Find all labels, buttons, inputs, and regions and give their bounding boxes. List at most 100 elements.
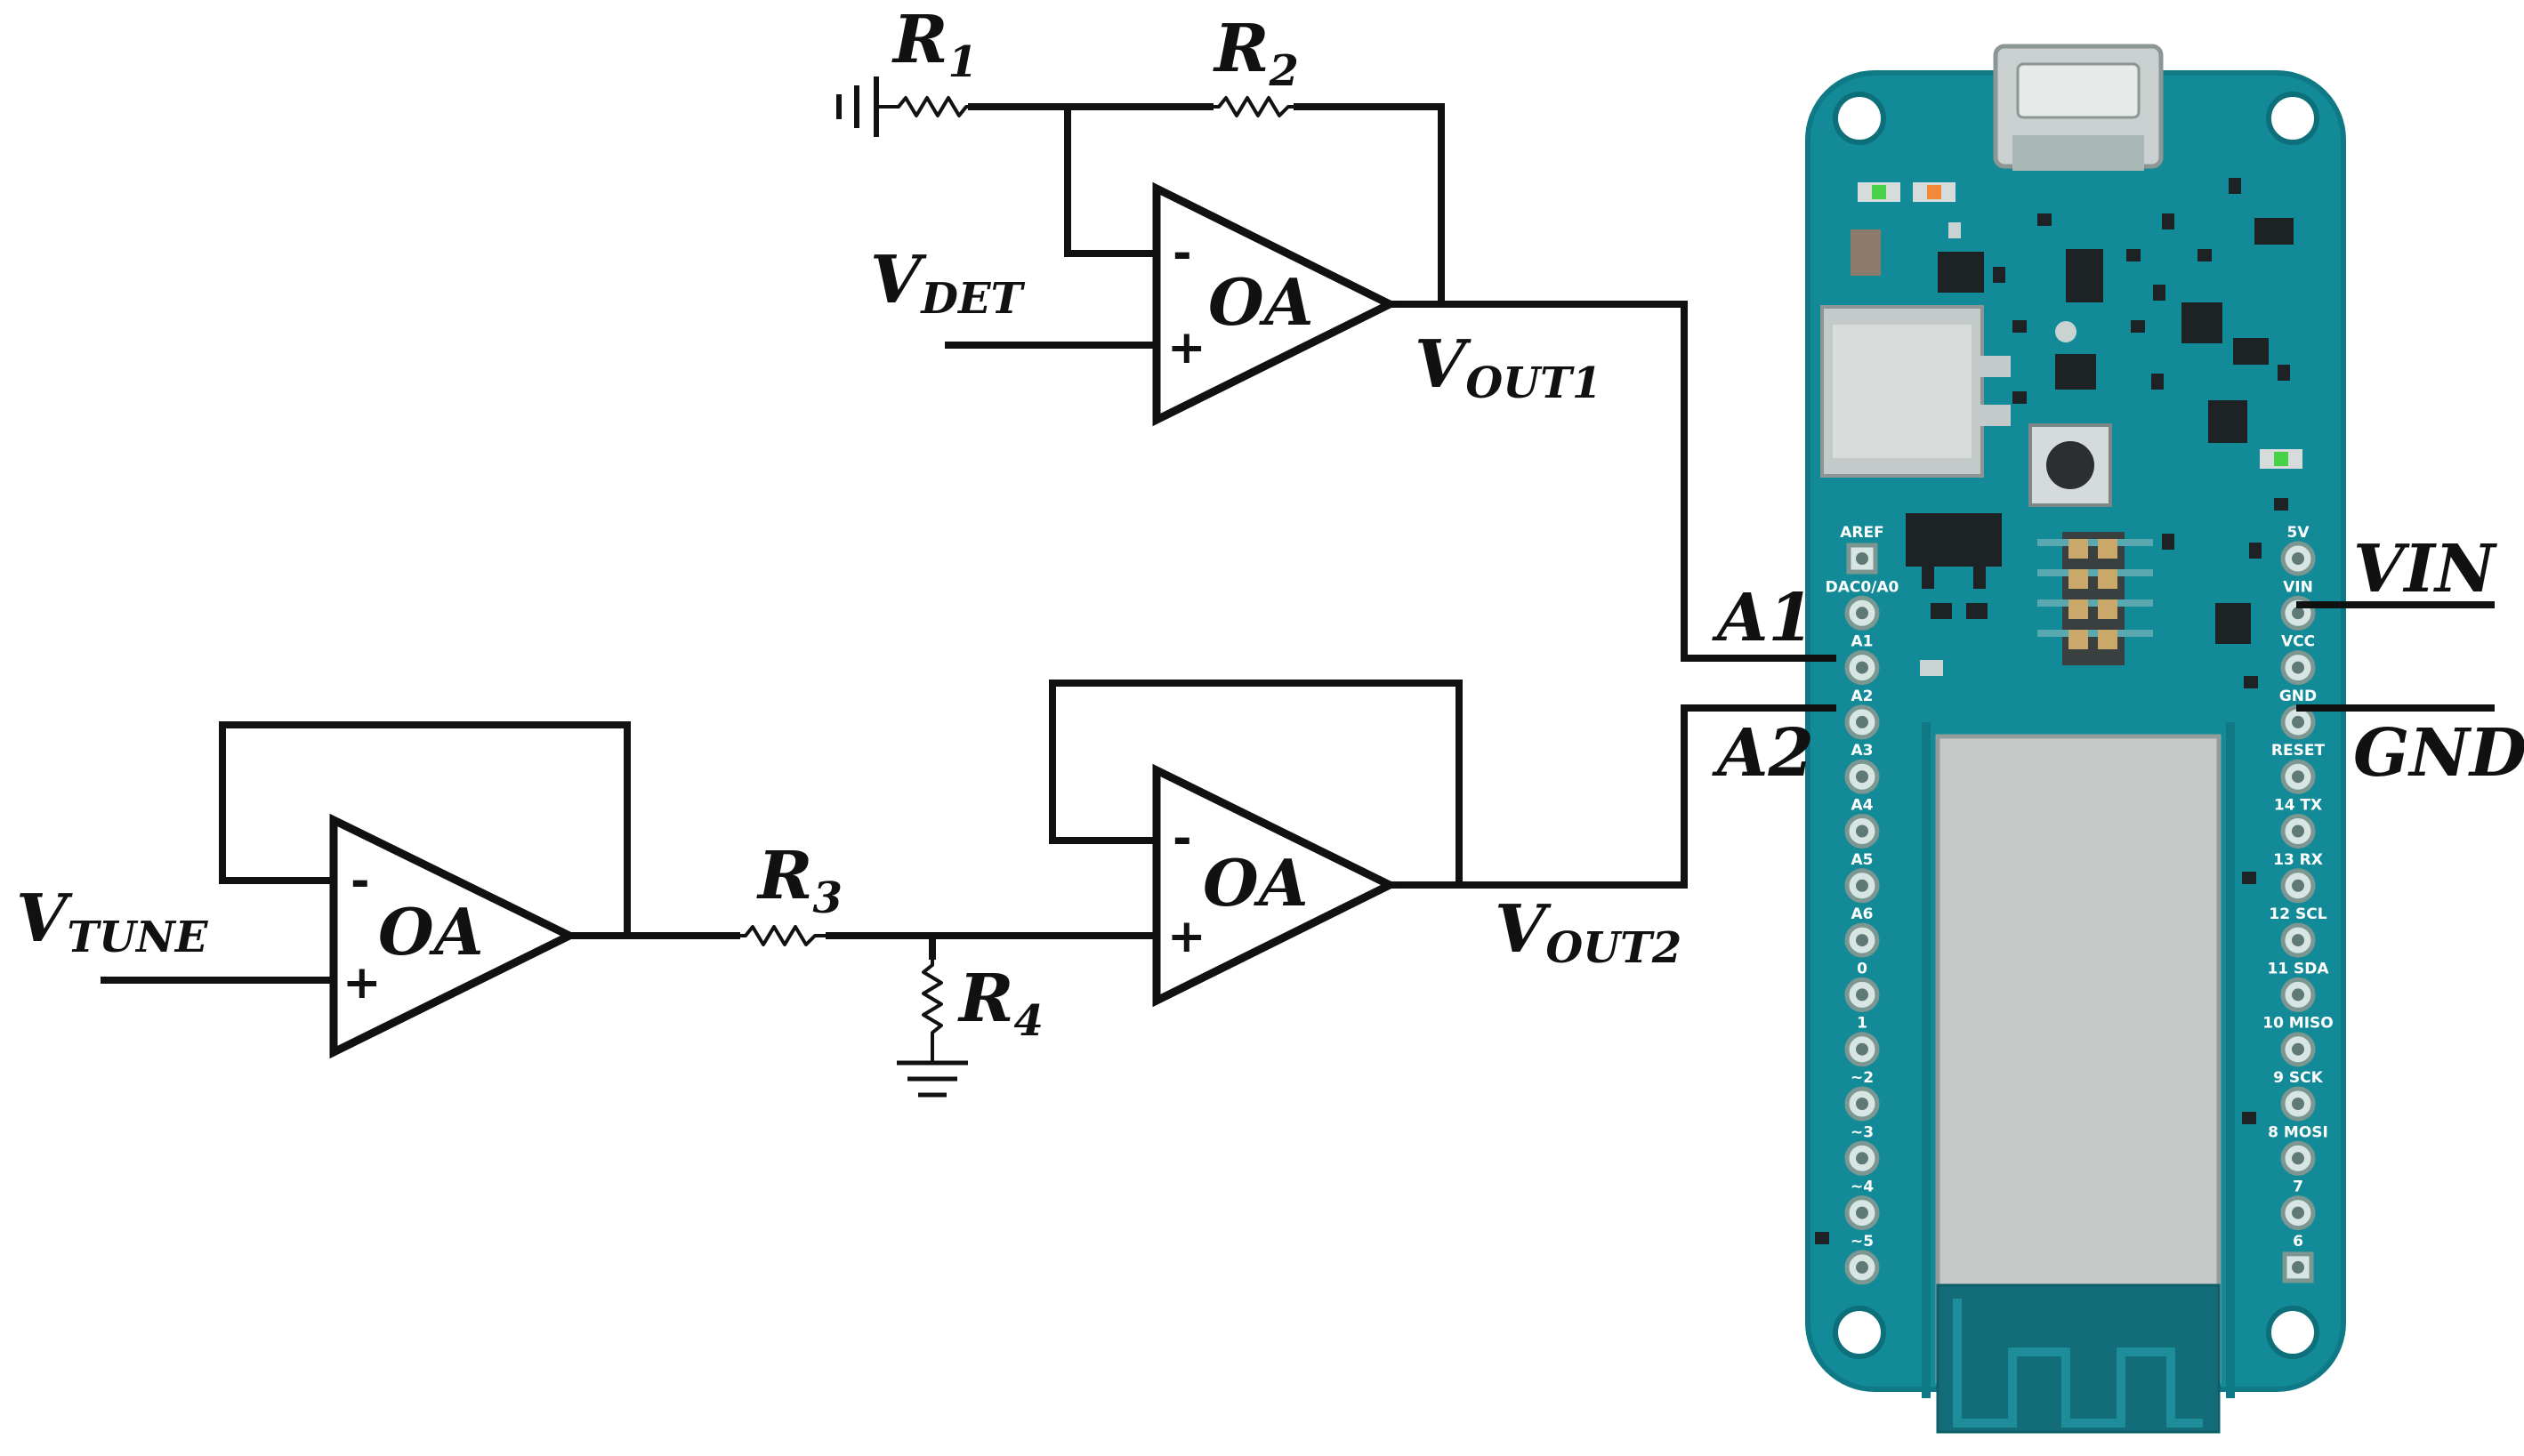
right-pin-8: 11 SDA xyxy=(2267,960,2329,1012)
opamp-bottom-right: - + OA xyxy=(1152,763,1399,1008)
opamp-right-minus: - xyxy=(1173,812,1192,865)
wire-r2-feedback xyxy=(1294,103,1445,308)
right-pin-label: 14 TX xyxy=(2274,797,2322,815)
opamp-left-plus: + xyxy=(343,956,382,1010)
left-pin-5: A4 xyxy=(1844,797,1880,849)
left-pin-2: A1 xyxy=(1844,633,1880,686)
left-pin-7: A6 xyxy=(1844,905,1880,958)
left-pin-8: 0 xyxy=(1844,960,1880,1012)
right-pin-6: 13 RX xyxy=(2273,851,2323,904)
right-pin-label: 8 MOSI xyxy=(2268,1123,2328,1141)
label-gnd: GND xyxy=(2353,715,2524,792)
wifi-module xyxy=(1935,734,2222,1384)
label-a2: A2 xyxy=(1712,715,1814,792)
right-pin-4: RESET xyxy=(2271,742,2326,794)
label-a1: A1 xyxy=(1712,580,1814,656)
left-pin-label: A4 xyxy=(1851,797,1874,815)
left-pin-13: ~5 xyxy=(1844,1233,1880,1285)
ic-chip-1 xyxy=(1938,252,1984,293)
label-vin: VIN xyxy=(2353,531,2497,607)
left-pin-label: ~4 xyxy=(1851,1178,1874,1196)
opamp-top-minus: - xyxy=(1173,227,1192,280)
left-pin-label: A3 xyxy=(1851,742,1874,760)
right-pin-label: 13 RX xyxy=(2273,851,2323,869)
left-pin-label: A6 xyxy=(1851,905,1874,923)
opamp-right-label: OA xyxy=(1203,845,1309,921)
label-r3: R3 xyxy=(756,838,843,923)
mounting-hole-bl xyxy=(1833,1306,1886,1359)
right-pin-7: 12 SCL xyxy=(2269,905,2327,958)
resistor-r2 xyxy=(1208,96,1299,117)
right-pin-label: 9 SCK xyxy=(2273,1069,2323,1087)
right-pin-label: VCC xyxy=(2281,633,2315,651)
resistor-r1 xyxy=(875,96,973,117)
right-pin-10: 9 SCK xyxy=(2273,1069,2324,1122)
right-pin-label: VIN xyxy=(2283,578,2313,596)
resistor-r3 xyxy=(735,925,831,946)
left-pin-label: ~5 xyxy=(1851,1233,1874,1251)
right-pin-label: RESET xyxy=(2271,742,2326,760)
label-vout1: VOUT1 xyxy=(1415,326,1601,408)
left-pin-1: DAC0/A0 xyxy=(1826,578,1899,631)
left-pin-label: A2 xyxy=(1851,688,1874,705)
right-pin-2: VCC xyxy=(2280,633,2316,686)
mounting-hole-tl xyxy=(1833,92,1886,145)
wire-inverting-feedback xyxy=(1064,103,1160,257)
right-pin-3: GND xyxy=(2279,688,2317,740)
regulator xyxy=(1906,513,2002,567)
label-vdet: VDET xyxy=(870,242,1026,324)
opamp-left-label: OA xyxy=(378,894,484,969)
resistor-r4 xyxy=(922,954,943,1065)
right-pin-0: 5V xyxy=(2280,524,2316,576)
right-pin-label: 12 SCL xyxy=(2269,905,2326,923)
left-pin-label: AREF xyxy=(1840,524,1883,542)
right-pin-header: 5V VIN VCC GND RESET 14 TX 13 RX 12 SCL 11 SDA 10… xyxy=(2262,524,2334,1283)
left-pin-10: ~2 xyxy=(1844,1069,1880,1122)
left-pin-4: A3 xyxy=(1844,742,1880,794)
left-pin-label: A5 xyxy=(1851,851,1874,869)
right-pin-label: 5V xyxy=(2287,524,2310,542)
right-pin-label: 7 xyxy=(2293,1178,2303,1196)
right-pin-label: 6 xyxy=(2293,1233,2303,1251)
ground-symbol-r4 xyxy=(897,1060,968,1098)
right-pin-label: 10 MISO xyxy=(2262,1015,2334,1033)
mounting-hole-br xyxy=(2266,1306,2319,1359)
right-pin-label: 11 SDA xyxy=(2267,960,2329,977)
left-pin-label: ~3 xyxy=(1851,1123,1874,1141)
label-r1: R1 xyxy=(891,2,978,87)
right-pin-5: 14 TX xyxy=(2274,797,2322,849)
opamp-top-plus: + xyxy=(1167,321,1206,374)
ic-chip-6 xyxy=(2055,354,2096,390)
left-pin-6: A5 xyxy=(1844,851,1880,904)
ic-chip-3 xyxy=(2181,302,2222,343)
opamp-right-plus: + xyxy=(1167,910,1206,963)
left-pin-label: 1 xyxy=(1857,1015,1867,1033)
left-pin-12: ~4 xyxy=(1844,1178,1880,1231)
opamp-top: - + OA xyxy=(1152,181,1399,427)
left-pin-label: DAC0/A0 xyxy=(1826,578,1899,596)
mounting-hole-tr xyxy=(2266,92,2319,145)
left-pin-11: ~3 xyxy=(1844,1123,1880,1176)
pcb-antenna xyxy=(1936,1283,2221,1434)
left-pin-label: ~2 xyxy=(1851,1069,1874,1087)
right-pin-13: 6 xyxy=(2282,1233,2314,1283)
left-pin-label: 0 xyxy=(1857,960,1867,977)
opamp-bottom-left: - + OA xyxy=(329,813,579,1059)
left-pin-3: A2 xyxy=(1844,688,1880,740)
wire-vout2 xyxy=(1386,704,1836,889)
icsp-header xyxy=(2037,532,2153,665)
right-pin-12: 7 xyxy=(2280,1178,2316,1231)
ic-chip-7 xyxy=(2254,218,2294,245)
ic-chip-4 xyxy=(2233,338,2269,365)
right-pin-9: 10 MISO xyxy=(2262,1015,2334,1067)
opamp-left-minus: - xyxy=(351,855,370,908)
left-pin-label: A1 xyxy=(1851,633,1874,651)
wire-vout1 xyxy=(1386,301,1836,662)
ground-symbol-r1 xyxy=(836,76,879,137)
left-pin-9: 1 xyxy=(1844,1015,1880,1067)
ic-chip-5 xyxy=(2208,400,2247,443)
wires xyxy=(101,103,2495,984)
opamp-top-label: OA xyxy=(1208,264,1314,340)
